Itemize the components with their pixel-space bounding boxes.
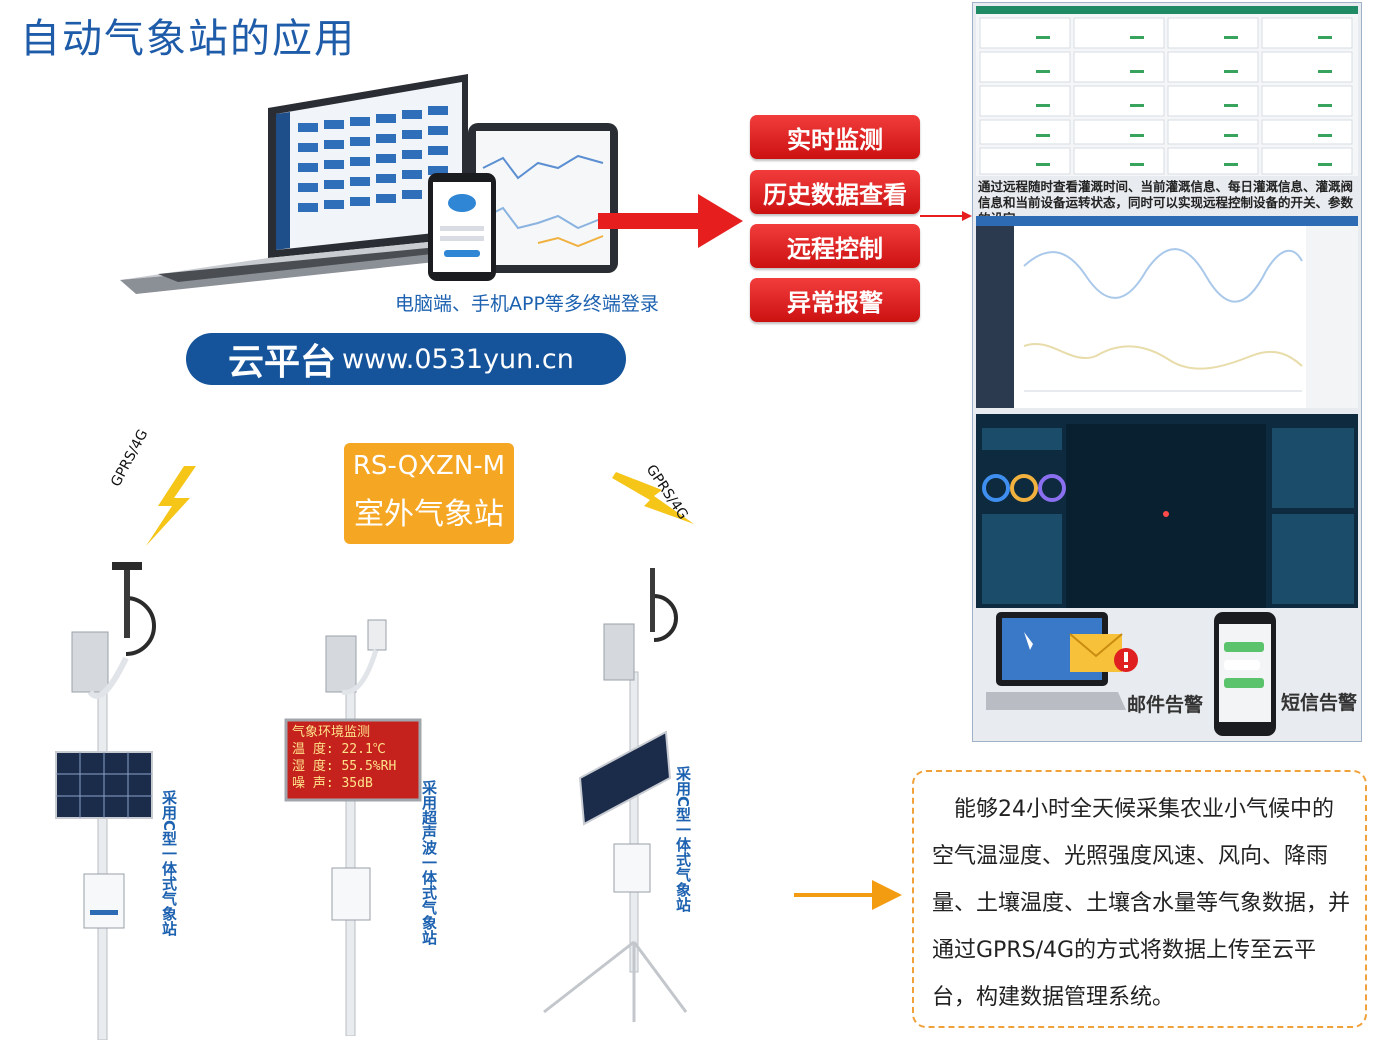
tripod-leg <box>632 941 688 1013</box>
lightning-icon-right <box>612 472 694 524</box>
led-display <box>284 718 422 802</box>
feature-history-data[interactable]: 历史数据查看 <box>750 170 920 214</box>
led-display-row-temperature: 温 度: 22.1℃ <box>292 742 386 757</box>
email-alert-illustration <box>986 612 1138 710</box>
feature-abnormal-alarm[interactable]: 异常报警 <box>750 278 920 322</box>
product-model-code: RS-QXZN-M <box>352 451 506 481</box>
weather-station-c-type <box>55 562 156 1040</box>
control-box <box>613 843 651 893</box>
led-display-row-humidity: 湿 度: 55.5%RH <box>292 759 397 774</box>
control-box <box>331 867 371 921</box>
led-display-title: 气象环境监测 <box>292 725 371 740</box>
info-description-box: 能够24小时全天候采集农业小气候中的空气温湿度、光照强度风速、风向、降雨量、土壤… <box>912 770 1367 1028</box>
weather-station-tripod <box>543 568 688 1022</box>
cloud-icon <box>448 194 476 212</box>
map-dashboard-screenshot <box>976 414 1358 608</box>
station-label-2: 采用超声波一体式气象站 <box>420 780 438 945</box>
cloud-platform-url[interactable]: www.0531yun.cn <box>342 343 574 375</box>
feature-remote-control[interactable]: 远程控制 <box>750 224 920 268</box>
red-arrow-icon <box>598 194 743 248</box>
panel-description: 通过远程随时查看灌溉时间、当前灌溉信息、每日灌溉信息、灌溉阀信息和当前设备运转状… <box>978 179 1354 226</box>
small-red-arrow-icon <box>920 211 972 221</box>
station-label-1: 采用C型一体式气象站 <box>160 790 178 937</box>
station-label-3: 采用C型一体式气象站 <box>674 766 692 913</box>
devices-illustration <box>120 74 618 294</box>
sms-alert-illustration <box>1214 612 1276 736</box>
solar-panel <box>578 730 672 826</box>
lightning-icon-left <box>146 466 196 546</box>
tripod-leg <box>543 940 635 1014</box>
led-display-text: 气象环境监测 温 度: 22.1℃ 湿 度: 55.5%RH 噪 声: 35dB <box>292 724 416 792</box>
dashboard-grid-screenshot <box>976 6 1358 176</box>
led-display-row-noise: 噪 声: 35dB <box>292 776 373 791</box>
device-caption: 电脑端、手机APP等多终端登录 <box>395 293 659 315</box>
product-model-badge: RS-QXZN-M 室外气象站 <box>344 443 514 544</box>
orange-arrow-icon <box>794 880 902 910</box>
control-box <box>83 873 125 929</box>
cloud-platform-name: 云平台 <box>228 342 337 383</box>
product-name: 室外气象站 <box>354 497 504 532</box>
history-chart-screenshot <box>976 216 1358 408</box>
weather-station-ultrasonic <box>284 619 422 1036</box>
email-alert-label: 邮件告警 <box>1127 694 1204 716</box>
feature-realtime-monitoring[interactable]: 实时监测 <box>750 115 920 159</box>
page-title: 自动气象站的应用 <box>20 16 356 62</box>
info-description-text: 能够24小时全天候采集农业小气候中的空气温湿度、光照强度风速、风向、降雨量、土壤… <box>932 797 1351 1010</box>
tablet-screen <box>476 131 610 265</box>
cloud-platform-badge[interactable]: 云平台 www.0531yun.cn <box>186 333 626 385</box>
sms-alert-label: 短信告警 <box>1281 692 1358 714</box>
